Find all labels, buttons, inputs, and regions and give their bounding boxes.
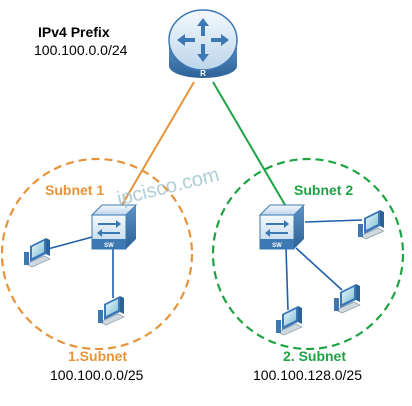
uplink-subnet2 — [212, 81, 289, 211]
router-label: R — [200, 69, 206, 78]
link-sw1-pc1 — [43, 235, 97, 251]
subnet2-label: Subnet 2 — [294, 182, 354, 198]
computer-icon — [275, 305, 303, 336]
subnet2-name: 2. Subnet — [283, 348, 347, 364]
subnet1-name: 1.Subnet — [68, 348, 128, 364]
prefix-value: 100.100.0.0/24 — [34, 42, 128, 58]
prefix-title: IPv4 Prefix — [38, 24, 110, 40]
link-sw2-pc1 — [304, 219, 363, 223]
computer-icon — [97, 295, 125, 326]
link-sw2-pc3 — [285, 247, 289, 311]
computer-icon — [333, 283, 361, 314]
computer-icon — [23, 237, 51, 268]
switch-subnet2: SW — [258, 204, 306, 250]
subnet1-boundary — [0, 157, 194, 351]
subnet1-address: 100.100.0.0/25 — [50, 367, 144, 383]
subnet2-boundary — [211, 157, 405, 351]
subnet2-address: 100.100.128.0/25 — [253, 367, 362, 383]
computer-icon — [357, 209, 385, 240]
router-icon: R — [168, 9, 238, 78]
subnet1-label: Subnet 1 — [45, 182, 105, 198]
switch2-label: SW — [272, 243, 282, 249]
switch-subnet1: SW — [90, 204, 138, 250]
link-sw2-pc2 — [295, 247, 343, 291]
uplink-subnet1 — [118, 81, 195, 211]
switch1-label: SW — [104, 243, 114, 249]
